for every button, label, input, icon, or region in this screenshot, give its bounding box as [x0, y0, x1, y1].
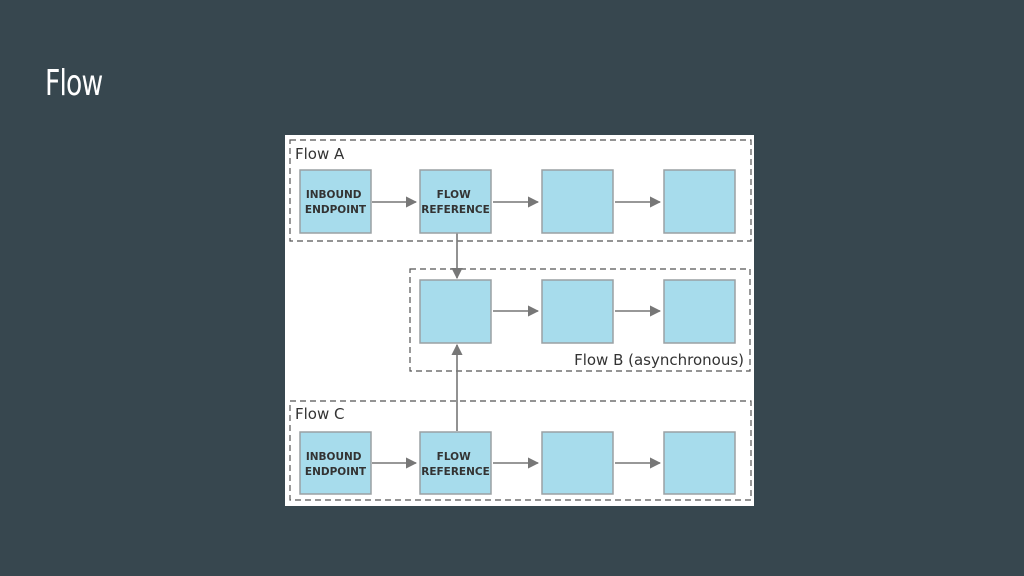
node-label-line: REFERENCE: [421, 204, 490, 216]
flow-diagram-svg: Flow A Flow B (asynchronous) Flow C: [289, 139, 752, 501]
node-flow-reference-c-box: [419, 431, 492, 495]
node-flow-reference-c-label: FLOW REFERENCE: [421, 451, 490, 478]
node-label-line: INBOUND: [306, 451, 362, 463]
node-label-line: FLOW: [437, 189, 471, 201]
group-flow-b: Flow B (asynchronous): [409, 268, 751, 372]
node-inbound-endpoint-c: INBOUND ENDPOINT: [299, 431, 372, 495]
edges: [372, 196, 662, 469]
node-inbound-endpoint-c-box: [299, 431, 372, 495]
node-label-line: FLOW: [437, 451, 471, 463]
group-flow-a-border: [289, 139, 752, 242]
node-flow-reference-c: FLOW REFERENCE: [419, 431, 492, 495]
group-flow-c-label: Flow C: [295, 405, 344, 423]
group-flow-a-label: Flow A: [295, 145, 345, 163]
group-flow-c: Flow C: [289, 400, 752, 501]
node-flow-reference-a-label: FLOW REFERENCE: [421, 189, 490, 216]
group-flow-b-border: [409, 268, 751, 372]
node-a4: [663, 169, 736, 234]
node-inbound-endpoint-c-label: INBOUND ENDPOINT: [305, 451, 367, 478]
group-flow-b-label: Flow B (asynchronous): [574, 351, 744, 369]
node-inbound-endpoint-a-box: [299, 169, 372, 234]
group-flow-c-border: [289, 400, 752, 501]
flow-diagram: Flow A Flow B (asynchronous) Flow C: [285, 135, 754, 506]
node-b1: [419, 279, 492, 344]
node-b3: [663, 279, 736, 344]
node-flow-reference-a: FLOW REFERENCE: [419, 169, 492, 234]
node-inbound-endpoint-a-label: INBOUND ENDPOINT: [305, 189, 367, 216]
group-flow-a: Flow A: [289, 139, 752, 242]
node-label-line: ENDPOINT: [305, 466, 367, 478]
node-b2: [541, 279, 614, 344]
node-c4: [663, 431, 736, 495]
node-inbound-endpoint-a: INBOUND ENDPOINT: [299, 169, 372, 234]
node-label-line: INBOUND: [306, 189, 362, 201]
slide-title: Flow: [45, 63, 103, 104]
node-flow-reference-a-box: [419, 169, 492, 234]
node-label-line: REFERENCE: [421, 466, 490, 478]
node-a3: [541, 169, 614, 234]
node-label-line: ENDPOINT: [305, 204, 367, 216]
node-c3: [541, 431, 614, 495]
